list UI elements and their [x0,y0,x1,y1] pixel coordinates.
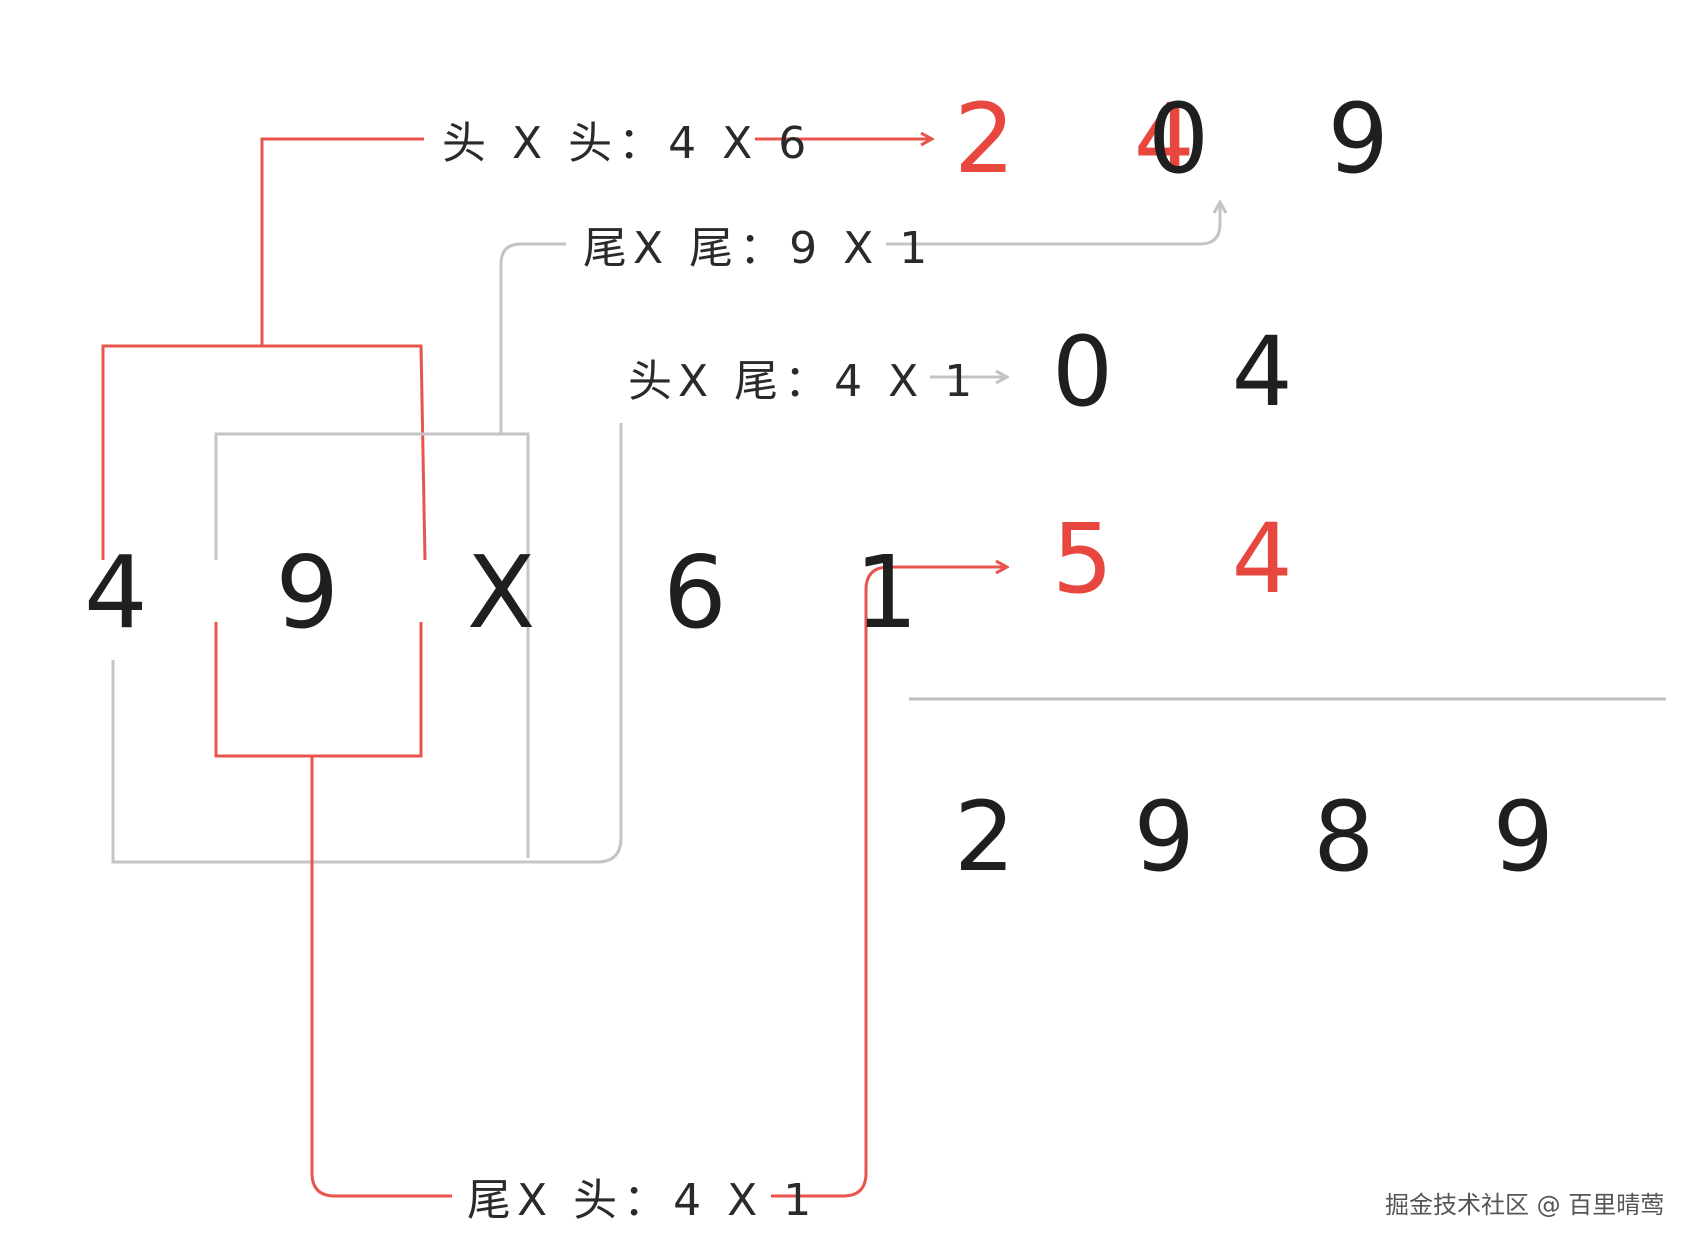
tail-x-head-connector [214,622,423,758]
head-x-head-connector [101,344,427,561]
tail-x-tail-leader [499,242,566,434]
tail-x-tail-connector [214,432,530,858]
label-tail-x-head: 尾X 头：4 X 1 [467,1175,817,1226]
result-tail-x-head: 5 4 [1052,503,1337,615]
final-product: 2 9 8 9 [954,781,1598,893]
result-tail-x-tail-digits: 0 9 [1148,83,1433,195]
head-x-tail-connector [111,423,623,864]
tail-x-head-arrow [771,567,1007,1198]
tail-x-head-leader [310,756,452,1198]
result-head-x-head-digits: 2 4 [954,83,1239,195]
result-head-x-tail: 0 4 [1052,316,1337,428]
watermark: 掘金技术社区 @ 百里晴莺 [1385,1191,1664,1219]
tail-x-tail-arrow [886,202,1220,246]
head-x-head-leader [260,137,424,346]
label-head-x-head: 头 X 头：4 X 6 [442,118,812,169]
label-tail-x-tail: 尾X 尾：9 X 1 [583,223,933,274]
operand-expression: 4 9 X 6 1 [84,534,966,651]
label-head-x-tail: 头X 尾：4 X 1 [628,356,978,407]
